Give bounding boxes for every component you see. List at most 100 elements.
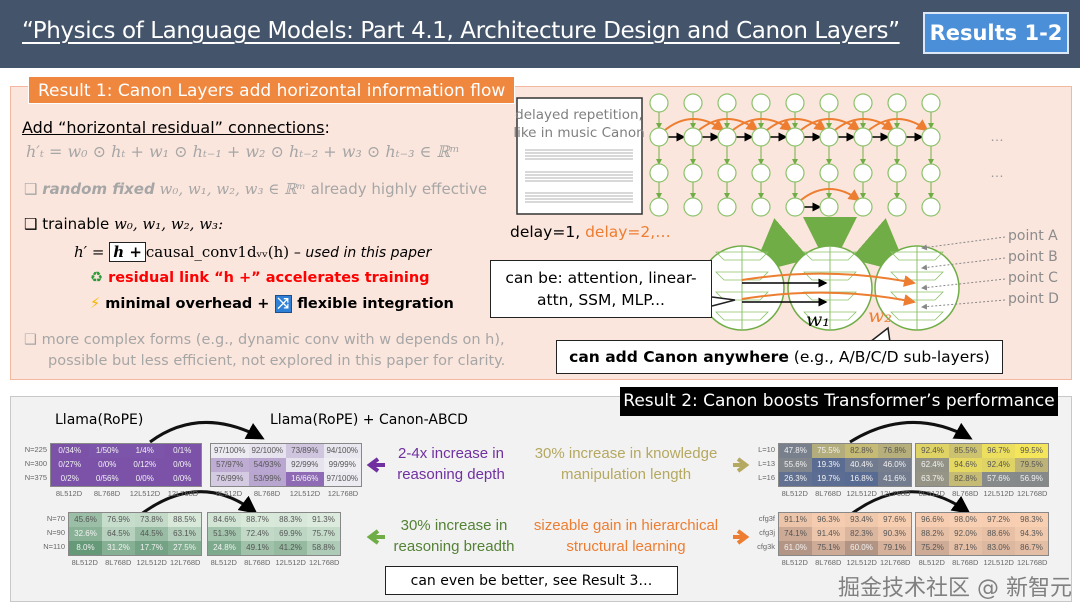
heatmap-cell: 46.0% (878, 458, 911, 472)
heatmap-row-label: N=225 (24, 445, 47, 454)
token-node (785, 163, 805, 183)
heatmap-cell: 58.8% (307, 541, 340, 555)
delay2-edge (732, 118, 793, 132)
heatmap-hier-baseline: 91.1%96.3%93.4%97.6%74.1%91.4%82.3%90.3%… (778, 512, 912, 556)
heatmap-cell: 62.4% (916, 458, 949, 472)
heatmap-cell: 56.9% (1015, 472, 1048, 486)
token-node (717, 163, 737, 183)
complex-line1: more complex forms (e.g., dynamic conv w… (41, 332, 505, 348)
heatmap-col-label: 8L512D (918, 489, 945, 498)
heatmap-cell: 90.3% (878, 527, 911, 541)
sublayer-shape (890, 251, 944, 261)
depth-arrow-icon (366, 457, 385, 473)
heatmap-cell: 96.3% (812, 513, 845, 527)
heatmap-col-label: 12L768D (167, 489, 199, 498)
heatmap-cell: 92/100% (248, 444, 286, 458)
conv-equation: h′ = h +causal_conv1dᵥᵥ(h) – used in thi… (74, 242, 431, 262)
pointer-d (921, 299, 1006, 310)
heatmap-cell: 57/97% (211, 458, 249, 472)
ellipsis-2: … (990, 164, 1004, 180)
delay-2: delay=2,… (585, 223, 671, 241)
heatmap-col-label: 12L512D (129, 489, 161, 498)
delay2-edge (868, 118, 929, 132)
knowledge-result: 30% increase in knowledge manipulation l… (534, 445, 718, 483)
heatmap-col-label: 8L768D (253, 489, 281, 498)
heatmap-cell: 45.6% (69, 513, 102, 527)
hier-curve-arrow (849, 490, 971, 517)
token-node (649, 197, 669, 217)
heatmap-col-label: 12L512D (846, 489, 877, 498)
heatmap-col-label: 8L768D (952, 558, 979, 567)
heatmap-cell: 19.7% (812, 472, 845, 486)
lightning-icon: ⚡ (90, 296, 101, 312)
residual-note: ♻ residual link “h +” accelerates traini… (90, 270, 430, 286)
residual-note-text: residual link “h +” accelerates training (108, 270, 430, 286)
token-node (683, 197, 703, 217)
music-caption-line1: delayed repetition, (515, 107, 643, 123)
anywhere-bold: can add Canon anywhere (569, 348, 789, 366)
w2-edge (741, 272, 916, 287)
token-node (717, 93, 737, 113)
point-c-label: point C (1008, 270, 1058, 286)
heatmap-col-label: 8L512D (210, 558, 237, 567)
heatmap-col-label: 8L768D (815, 558, 842, 567)
heatmap-cell: 31.2% (102, 541, 135, 555)
sublayer-shape (890, 271, 944, 281)
sublayer-shape (715, 271, 769, 281)
token-node (819, 163, 839, 183)
token-node (887, 127, 907, 147)
heatmap-col-label: 12L768D (309, 558, 340, 567)
heatmap-cell: 99.5% (1015, 444, 1048, 458)
heatmap-row-label: cfg3k (757, 542, 775, 551)
heatmap-col-label: 8L512D (55, 489, 83, 498)
heatmap-cell: 17.7% (135, 541, 168, 555)
token-node (853, 197, 873, 217)
heatmap-cell: 0/0% (126, 472, 164, 486)
token-node (785, 93, 805, 113)
heatmap-cell: 0/0% (88, 458, 126, 472)
sublayer-shape (890, 291, 944, 301)
heading-colon: : (324, 118, 330, 137)
recycle-icon: ♻ (90, 270, 103, 286)
heatmap-row-label: N=300 (24, 459, 47, 468)
random-fixed-math: w₀, w₁, w₂, w₃ ∈ ℝᵐ (159, 180, 306, 198)
heatmap-cell: 49.1% (241, 541, 274, 555)
w2-label: w₂ (868, 305, 892, 327)
heatmap-col-label: 12L768D (170, 558, 201, 567)
result2-label: Result 2: Canon boosts Transformer’s per… (620, 387, 1058, 416)
token-node (649, 127, 669, 147)
point-b-label: point B (1008, 249, 1058, 265)
sublayer-shape (803, 311, 857, 321)
token-node (921, 197, 941, 217)
ellipsis-1: … (990, 128, 1004, 144)
token-node (683, 127, 703, 147)
eq-rhs: causal_conv1dᵥᵥ(h) (145, 243, 290, 261)
token-node (921, 127, 941, 147)
heatmap-col-label: 8L768D (105, 558, 132, 567)
overhead-text: minimal overhead + (105, 296, 270, 312)
sublayer-shape (890, 311, 944, 321)
heatmap-cell: 26.3% (779, 472, 812, 486)
token-node (683, 93, 703, 113)
heatmap-col-label: 8L512D (215, 489, 243, 498)
watermark: 掘金技术社区 @ 新智元 (838, 576, 1072, 601)
heatmap-cell: 64.5% (102, 527, 135, 541)
token-node (785, 127, 805, 147)
shuffle-icon: ⤨ (274, 295, 293, 313)
canon-diagram: delayed repetition, like in music Canon … (510, 93, 1059, 343)
heatmap-cell: 60.0% (845, 541, 878, 555)
heatmap-cell: 76/99% (211, 472, 249, 486)
music-score-image: delayed repetition, like in music Canon (513, 97, 645, 215)
heatmap-cell: 92.4% (982, 458, 1015, 472)
token-node (649, 163, 669, 183)
sublayer-shape (803, 291, 857, 301)
music-caption-line2: like in music Canon (513, 125, 644, 141)
heatmap-cell: 0/34% (51, 444, 89, 458)
heatmap-cell: 0/12% (126, 458, 164, 472)
overhead-note: ⚡ minimal overhead + ⤨ flexible integrat… (90, 295, 454, 313)
heatmap-cell: 97/100% (323, 472, 361, 486)
hier-arrow-icon (733, 529, 750, 545)
token-node (921, 93, 941, 113)
token-node (649, 93, 669, 113)
eq-lhs: h′ = (74, 243, 105, 261)
